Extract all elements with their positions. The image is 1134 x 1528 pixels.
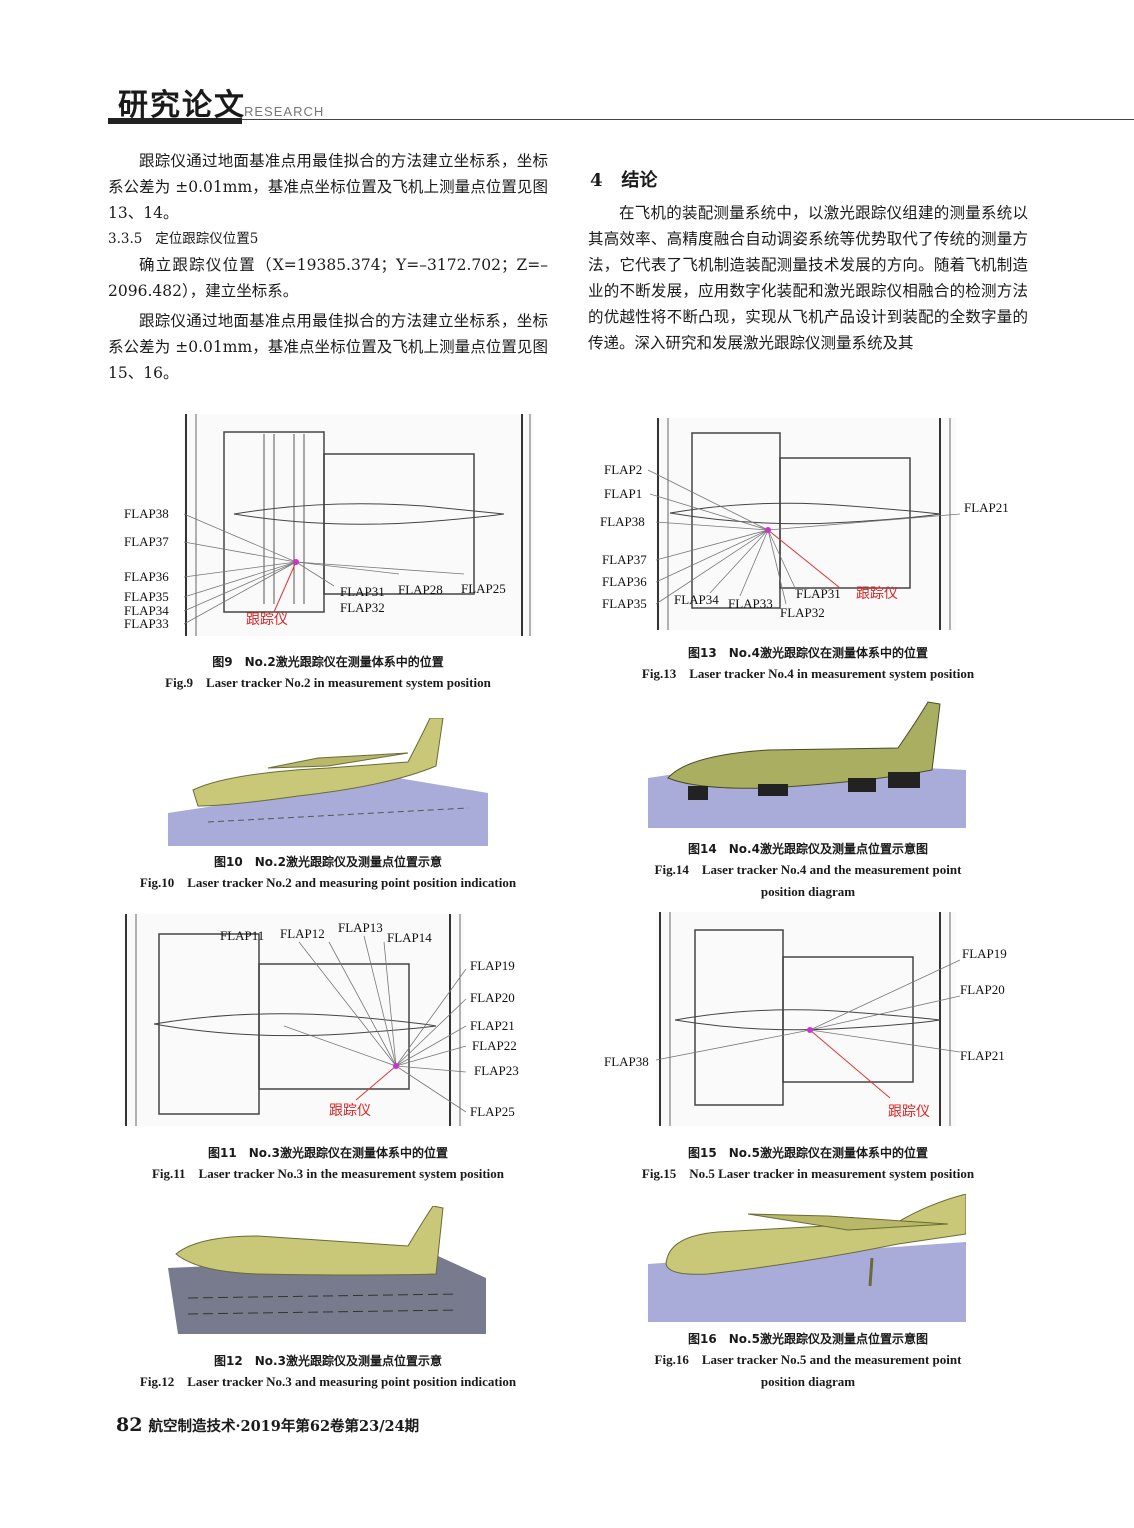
flap-label: FLAP28 <box>398 582 443 597</box>
flap-label: FLAP32 <box>340 600 385 615</box>
flap-label: FLAP35 <box>602 596 647 611</box>
flap-label: FLAP36 <box>602 574 647 589</box>
flap-label: FLAP1 <box>604 486 642 501</box>
subsection-number: 3.3.5 <box>108 231 143 247</box>
flap-label: FLAP33 <box>124 616 169 631</box>
caption-line: position diagram <box>760 1374 856 1389</box>
flap-label: FLAP25 <box>470 1104 515 1119</box>
flap-label: FLAP22 <box>472 1038 517 1053</box>
flap-label: FLAP34 <box>124 603 169 618</box>
flap-label: FLAP38 <box>600 514 645 529</box>
journal-name: 航空制造技术·2019年第62卷第23/24期 <box>148 1418 420 1435</box>
paragraph: 确立跟踪仪位置（X=19385.374；Y=–3172.702；Z=–2096.… <box>108 256 548 300</box>
figure-10-caption-en: Fig.10 Laser tracker No.2 and measuring … <box>139 875 517 890</box>
flap-label: FLAP23 <box>474 1063 519 1078</box>
flap-label: FLAP20 <box>470 990 515 1005</box>
figure-16-caption-cn: 图16 No.5激光跟踪仪及测量点位置示意图 <box>688 1332 928 1346</box>
figure-15-caption-en: Fig.15 No.5 Laser tracker in measurement… <box>641 1166 975 1181</box>
left-text-column: 跟踪仪通过地面基准点用最佳拟合的方法建立坐标系，坐标系公差为 ±0.01mm，基… <box>108 148 548 386</box>
figure-15-caption-cn: 图15 No.5激光跟踪仪在测量体系中的位置 <box>688 1146 928 1160</box>
flap-label: FLAP36 <box>124 569 169 584</box>
flap-label: FLAP21 <box>470 1018 515 1033</box>
flap-label: FLAP11 <box>220 928 264 943</box>
figure-14-caption-cn: 图14 No.4激光跟踪仪及测量点位置示意图 <box>688 842 928 856</box>
section-title: 结论 <box>621 170 658 191</box>
tracker-label: 跟踪仪 <box>329 1103 371 1119</box>
page-number: 82 <box>116 1414 143 1436</box>
figure-9-caption-en: Fig.9 Laser tracker No.2 in measurement … <box>165 675 491 690</box>
right-text-column: 在飞机的装配测量系统中，以激光跟踪仪组建的测量系统以其高效率、高精度融合自动调姿… <box>588 200 1028 356</box>
paragraph: 跟踪仪通过地面基准点用最佳拟合的方法建立坐标系，坐标系公差为 ±0.01mm，基… <box>108 152 548 222</box>
figure-11-caption-cn: 图11 No.3激光跟踪仪在测量体系中的位置 <box>208 1146 448 1160</box>
figure-14-caption-en: Fig.14 Laser tracker No.4 and the measur… <box>588 859 1028 903</box>
flap-label: FLAP37 <box>602 552 647 567</box>
figure-11-diagram: FLAP11 FLAP12 FLAP13 FLAP14 FLAP19 FLAP2… <box>124 914 519 1126</box>
section-header-subtitle: RESEARCH <box>244 104 325 119</box>
caption-line: Fig.16 Laser tracker No.5 and the measur… <box>654 1352 962 1367</box>
section-heading: 4 结论 <box>590 166 657 192</box>
tracker-label: 跟踪仪 <box>888 1104 930 1120</box>
flap-label: FLAP38 <box>124 506 169 521</box>
flap-label: FLAP35 <box>124 589 169 604</box>
flap-label: FLAP19 <box>470 958 515 973</box>
flap-label: FLAP34 <box>674 592 719 607</box>
flap-label: FLAP12 <box>280 926 325 941</box>
tracker-label: 跟踪仪 <box>856 586 898 602</box>
flap-label: FLAP37 <box>124 534 169 549</box>
flap-label: FLAP21 <box>964 500 1009 515</box>
figure-16-caption-en: Fig.16 Laser tracker No.5 and the measur… <box>588 1349 1028 1393</box>
caption-line: Fig.14 Laser tracker No.4 and the measur… <box>654 862 962 877</box>
figure-13-caption-cn: 图13 No.4激光跟踪仪在测量体系中的位置 <box>688 646 928 660</box>
figure-13-caption-en: Fig.13 Laser tracker No.4 in measurement… <box>641 666 975 681</box>
flap-label: FLAP31 <box>796 586 841 601</box>
flap-label: FLAP19 <box>962 946 1007 961</box>
subsection-heading: 3.3.5 定位跟踪仪位置5 <box>108 226 548 252</box>
flap-label: FLAP14 <box>387 930 432 945</box>
flap-label: FLAP38 <box>604 1054 649 1069</box>
flap-label: FLAP33 <box>728 596 773 611</box>
flap-label: FLAP25 <box>461 581 506 596</box>
caption-line: position diagram <box>760 884 856 899</box>
header-bar <box>108 118 242 124</box>
flap-label: FLAP31 <box>340 584 385 599</box>
figure-12-caption-en: Fig.12 Laser tracker No.3 and measuring … <box>139 1374 517 1389</box>
figure-9-caption-cn: 图9 No.2激光跟踪仪在测量体系中的位置 <box>212 655 444 669</box>
section-number: 4 <box>590 170 603 191</box>
subsection-title: 定位跟踪仪位置5 <box>155 231 259 247</box>
page-footer: 82 航空制造技术·2019年第62卷第23/24期 <box>116 1414 419 1436</box>
paragraph: 在飞机的装配测量系统中，以激光跟踪仪组建的测量系统以其高效率、高精度融合自动调姿… <box>588 204 1028 352</box>
flap-label: FLAP32 <box>780 605 825 620</box>
paragraph: 跟踪仪通过地面基准点用最佳拟合的方法建立坐标系，坐标系公差为 ±0.01mm，基… <box>108 312 548 382</box>
figure-13-diagram: FLAP2 FLAP1 FLAP38 FLAP37 FLAP36 FLAP35 … <box>600 418 1009 630</box>
figure-10-caption-cn: 图10 No.2激光跟踪仪及测量点位置示意 <box>214 855 442 869</box>
figure-10-render <box>168 718 488 846</box>
flap-label: FLAP2 <box>604 462 642 477</box>
figure-9-diagram: FLAP38 FLAP37 FLAP36 FLAP35 FLAP34 FLAP3… <box>124 414 534 636</box>
tracker-label: 跟踪仪 <box>246 612 288 628</box>
figure-12-render <box>168 1206 486 1334</box>
figure-14-render <box>648 701 966 828</box>
flap-label: FLAP13 <box>338 920 383 935</box>
flap-label: FLAP20 <box>960 982 1005 997</box>
figure-11-caption-en: Fig.11 Laser tracker No.3 in the measure… <box>151 1166 505 1181</box>
figure-12-caption-cn: 图12 No.3激光跟踪仪及测量点位置示意 <box>214 1354 442 1368</box>
header-rule <box>242 119 1134 120</box>
figure-16-render <box>648 1194 966 1322</box>
section-header-title: 研究论文 <box>118 88 246 123</box>
figure-15-diagram: FLAP19 FLAP20 FLAP21 FLAP38 跟踪仪 <box>604 912 1007 1126</box>
flap-label: FLAP21 <box>960 1048 1005 1063</box>
